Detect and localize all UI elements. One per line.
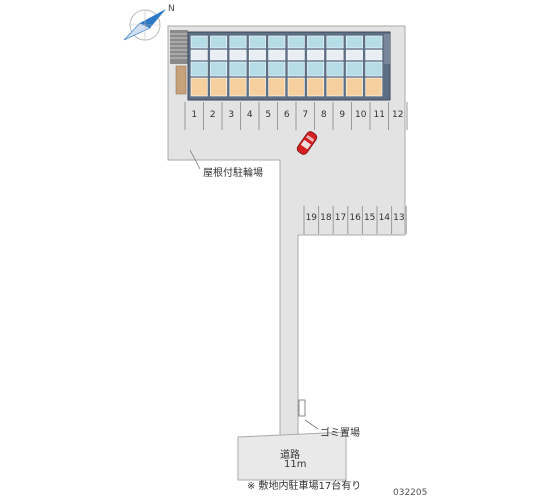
parking-space-number: 5: [265, 110, 272, 120]
apartment-unit: [326, 35, 344, 97]
parking-note: ※ 敷地内駐車場17台有り: [247, 481, 362, 492]
parking-space-number: 2: [209, 110, 216, 120]
apartment-unit: [345, 35, 363, 97]
apartment-unit: [190, 35, 208, 97]
parking-space-number: 1: [191, 110, 198, 120]
compass-icon: [123, 9, 166, 41]
parking-space-number: 6: [283, 110, 290, 120]
parking-space-number: 12: [392, 110, 404, 120]
apartment-unit: [210, 35, 228, 97]
road-name: 道路: [280, 450, 300, 461]
apartment-unit: [287, 35, 305, 97]
bike-parking-label: 屋根付駐輪場: [203, 168, 263, 179]
lower-parking-lines: [303, 206, 407, 234]
garbage-area-box: [298, 399, 306, 417]
stair-area: [170, 30, 188, 64]
parking-space-number: 8: [320, 110, 327, 120]
bike-leader-line: [189, 149, 201, 170]
apartment-unit: [229, 35, 247, 97]
entrance-structure: [175, 65, 187, 95]
parking-space-number: 13: [393, 213, 405, 223]
apartment-unit: [268, 35, 286, 97]
apartment-unit: [365, 35, 383, 97]
parking-space-number: 9: [339, 110, 346, 120]
parking-space-number: 17: [334, 213, 347, 223]
parking-space-number: 16: [349, 213, 361, 223]
north-label: N: [168, 4, 175, 14]
parking-space-number: 7: [302, 110, 309, 120]
apartment-unit: [248, 35, 266, 97]
garbage-label: ゴミ置場: [320, 428, 360, 439]
road-width: 11m: [284, 459, 307, 470]
parking-space-number: 15: [363, 213, 376, 223]
parking-space-number: 11: [373, 110, 385, 120]
garbage-leader-line: [304, 419, 319, 430]
apartment-unit: [307, 35, 325, 97]
parking-space-number: 14: [378, 213, 391, 223]
parking-space-number: 18: [320, 213, 332, 223]
upper-parking-lines: [184, 102, 408, 130]
map-code: 032205: [393, 488, 428, 498]
parking-space-number: 19: [305, 213, 318, 223]
car-icon: [296, 131, 318, 155]
parking-space-number: 10: [355, 110, 367, 120]
parking-space-number: 4: [246, 110, 253, 120]
road: [237, 431, 347, 481]
apartment-units: [190, 35, 383, 97]
building-side-strip: [384, 34, 390, 64]
parking-space-number: 3: [228, 110, 235, 120]
